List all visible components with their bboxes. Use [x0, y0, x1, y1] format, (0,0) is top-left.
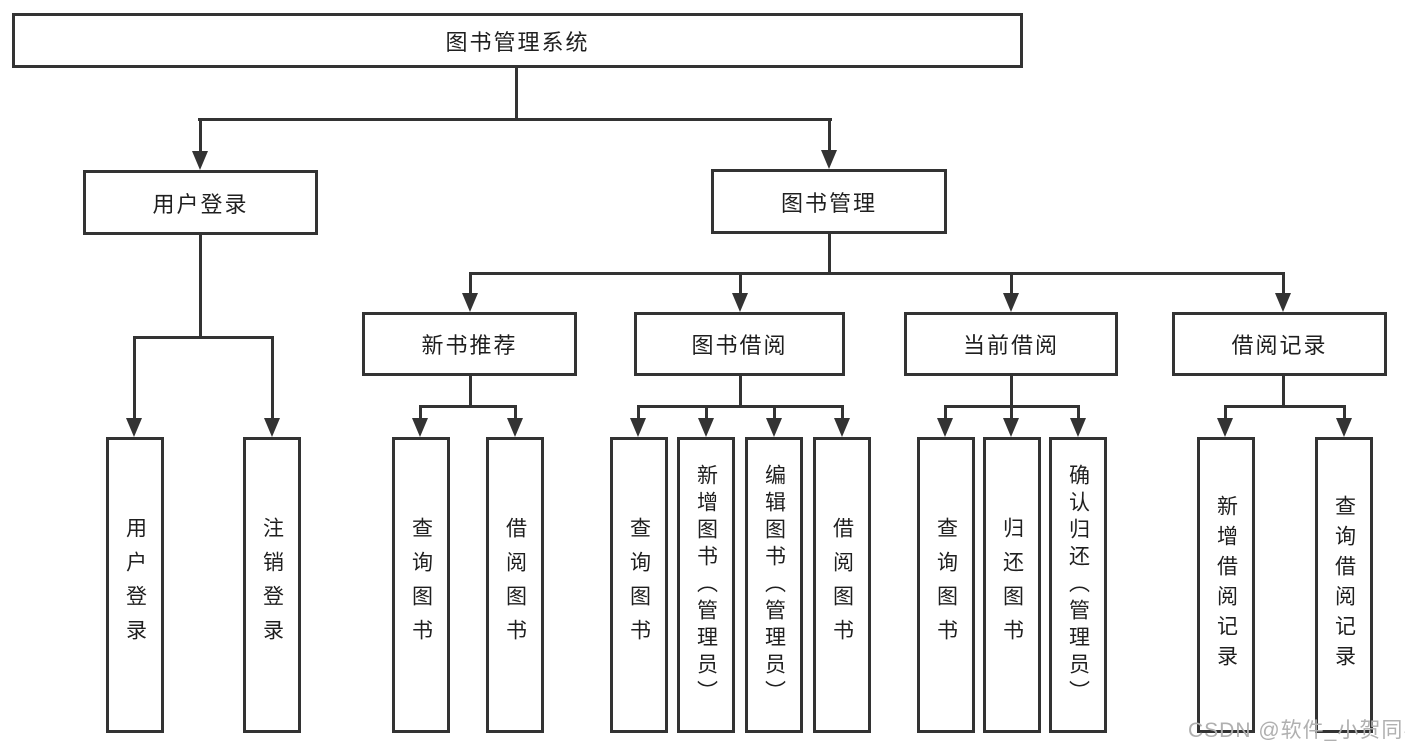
leaf-confirm-return-admin: 确认归还（管理员）: [1049, 437, 1107, 733]
arrow-stem: [739, 272, 742, 295]
connector-line: [1224, 405, 1345, 408]
arrow-down-icon: [630, 418, 646, 437]
arrow-stem: [199, 118, 202, 153]
node-label: 图书借阅: [691, 333, 788, 358]
connector-line: [739, 376, 742, 407]
arrow-stem: [828, 118, 831, 152]
node-borrowing-records: 借阅记录: [1172, 312, 1387, 376]
leaf-label: 注销登录: [260, 517, 284, 653]
arrow-stem: [1077, 405, 1080, 420]
leaf-add-borrow-record: 新增借阅记录: [1197, 437, 1255, 733]
arrow-down-icon: [462, 293, 478, 312]
arrow-stem: [1010, 272, 1013, 295]
arrow-down-icon: [1336, 418, 1352, 437]
connector-line: [469, 376, 472, 407]
csdn-watermark: CSDN @软件_小贺同学: [1188, 719, 1405, 742]
arrow-stem: [944, 405, 947, 420]
leaf-add-books-admin: 新增图书（管理员）: [677, 437, 735, 733]
leaf-label: 编辑图书（管理员）: [762, 463, 786, 707]
connector-line: [1010, 376, 1013, 407]
arrow-down-icon: [937, 418, 953, 437]
node-current-borrowing: 当前借阅: [904, 312, 1118, 376]
connector-line: [133, 336, 273, 339]
leaf-label: 查询图书: [409, 517, 433, 653]
node-book-management-branch: 图书管理: [711, 169, 947, 234]
arrow-down-icon: [507, 418, 523, 437]
leaf-label: 用户登录: [123, 517, 147, 653]
leaf-edit-books-admin: 编辑图书（管理员）: [745, 437, 803, 733]
arrow-stem: [773, 405, 776, 420]
arrow-down-icon: [264, 418, 280, 437]
connector-line: [419, 405, 517, 408]
leaf-query-books: 查询图书: [392, 437, 450, 733]
arrow-stem: [133, 336, 136, 420]
leaf-query-borrow-record: 查询借阅记录: [1315, 437, 1373, 733]
leaf-borrow-books: 借阅图书: [486, 437, 544, 733]
connector-line: [469, 272, 1285, 275]
arrow-down-icon: [1070, 418, 1086, 437]
connector-line: [1282, 376, 1285, 407]
node-label: 图书管理系统: [445, 29, 590, 55]
leaf-user-login: 用户登录: [106, 437, 164, 733]
arrow-down-icon: [1275, 293, 1291, 312]
arrow-down-icon: [412, 418, 428, 437]
arrow-down-icon: [1217, 418, 1233, 437]
node-library-management-system: 图书管理系统: [12, 13, 1023, 68]
leaf-label: 查询图书: [934, 517, 958, 653]
leaf-label: 归还图书: [1000, 517, 1024, 653]
arrow-stem: [841, 405, 844, 420]
arrow-stem: [1282, 272, 1285, 295]
connector-line: [198, 118, 832, 121]
node-label: 当前借阅: [962, 333, 1059, 358]
arrow-stem: [419, 405, 422, 420]
leaf-label: 新增借阅记录: [1214, 495, 1238, 675]
arrow-down-icon: [821, 150, 837, 169]
arrow-down-icon: [732, 293, 748, 312]
arrow-stem: [1343, 405, 1346, 420]
leaf-query-books: 查询图书: [610, 437, 668, 733]
connector-line: [515, 68, 518, 120]
connector-line: [637, 405, 844, 408]
connector-line: [828, 234, 831, 274]
arrow-down-icon: [834, 418, 850, 437]
node-label: 借阅记录: [1231, 333, 1328, 358]
leaf-label: 查询图书: [627, 517, 651, 653]
arrow-stem: [1010, 405, 1013, 420]
leaf-label: 确认归还（管理员）: [1066, 463, 1090, 707]
arrow-stem: [514, 405, 517, 420]
leaf-label: 新增图书（管理员）: [694, 463, 718, 707]
node-label: 图书管理: [780, 190, 877, 216]
leaf-label: 查询借阅记录: [1332, 495, 1356, 675]
leaf-label: 借阅图书: [830, 517, 854, 653]
node-user-login-branch: 用户登录: [83, 170, 318, 235]
leaf-logout: 注销登录: [243, 437, 301, 733]
leaf-return-books: 归还图书: [983, 437, 1041, 733]
arrow-down-icon: [126, 418, 142, 437]
arrow-stem: [1224, 405, 1227, 420]
arrow-stem: [705, 405, 708, 420]
connector-line: [199, 235, 202, 338]
arrow-down-icon: [698, 418, 714, 437]
leaf-query-books: 查询图书: [917, 437, 975, 733]
arrow-down-icon: [766, 418, 782, 437]
arrow-stem: [271, 336, 274, 420]
node-label: 新书推荐: [421, 333, 518, 358]
leaf-label: 借阅图书: [503, 517, 527, 653]
node-new-book-recommend: 新书推荐: [362, 312, 577, 376]
arrow-down-icon: [1003, 293, 1019, 312]
node-book-borrowing: 图书借阅: [634, 312, 845, 376]
arrow-stem: [637, 405, 640, 420]
node-label: 用户登录: [152, 191, 249, 217]
arrow-stem: [469, 272, 472, 295]
arrow-down-icon: [1003, 418, 1019, 437]
leaf-borrow-books: 借阅图书: [813, 437, 871, 733]
arrow-down-icon: [192, 151, 208, 170]
